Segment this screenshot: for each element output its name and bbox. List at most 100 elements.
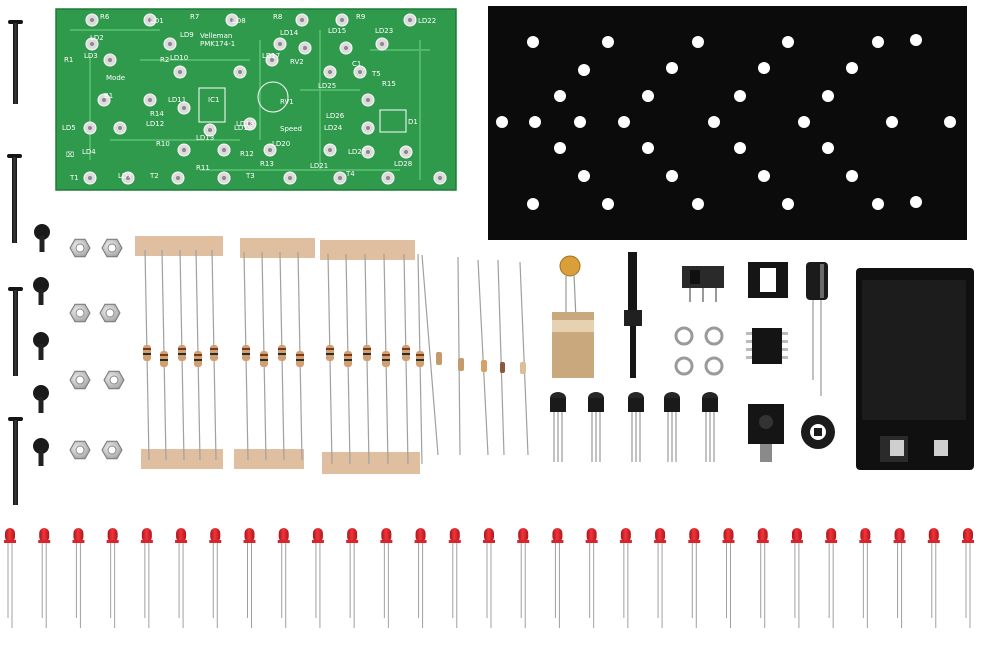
- red-led: [790, 528, 803, 628]
- transistor: [702, 392, 718, 462]
- electrolytic-capacitor: [806, 262, 828, 396]
- panel-hole: [708, 116, 720, 128]
- hex-nut-icon: [69, 370, 91, 390]
- pcb-silk-label: R2: [160, 56, 169, 64]
- red-led: [175, 528, 188, 628]
- screw-icon: [33, 385, 49, 413]
- transistor: [588, 392, 604, 462]
- pcb-speed-label: Speed: [280, 125, 302, 133]
- pcb-silk-label: LD20: [272, 140, 290, 148]
- washer: [704, 356, 724, 376]
- pcb-silk-label: LD27: [348, 148, 366, 156]
- pcb-dc-jack-outline: [379, 109, 407, 133]
- pcb-silk-label: LD26: [326, 112, 345, 120]
- pcb-silk-label: C1: [352, 60, 361, 68]
- panel-hole: [798, 116, 810, 128]
- red-led: [4, 528, 16, 628]
- hex-nut-icon: [69, 440, 91, 460]
- long-bolt: [8, 287, 23, 376]
- panel-hole: [578, 170, 590, 182]
- red-leds-row: [4, 528, 974, 628]
- ic-chip: [746, 328, 788, 364]
- panel-hole: [692, 36, 704, 48]
- red-led: [414, 528, 427, 628]
- panel-hole: [554, 90, 566, 102]
- red-led: [654, 528, 667, 628]
- red-led: [859, 528, 872, 628]
- pcb-waste-bin-icon: ⌧: [66, 151, 74, 159]
- red-led: [962, 528, 974, 628]
- pcb-silk-label: LD17: [262, 52, 280, 60]
- pcb-silk-label: R6: [100, 13, 110, 21]
- red-led: [893, 528, 906, 628]
- panel-hole: [578, 64, 590, 76]
- pcb-silk-label: LD25: [318, 82, 336, 90]
- transistor: [628, 392, 644, 462]
- pcb-silk-label: LD13: [196, 134, 214, 142]
- long-bolt: [8, 20, 23, 104]
- transistor: [550, 392, 566, 462]
- screw-icon: [33, 224, 50, 466]
- panel-hole: [910, 196, 922, 208]
- panel-hole: [602, 198, 614, 210]
- red-led: [483, 528, 495, 628]
- hex-nut-icon: [101, 440, 123, 460]
- resistor-icon: [135, 236, 424, 474]
- panel-hole: [782, 198, 794, 210]
- hex-nut-icon: [103, 370, 125, 390]
- red-led: [243, 528, 256, 628]
- panel-hole: [782, 36, 794, 48]
- pcb-silk-label: RV2: [290, 58, 304, 66]
- pcb-silk-label: R15: [382, 80, 396, 88]
- red-led: [311, 528, 324, 628]
- panel-hole: [872, 36, 884, 48]
- panel-hole: [642, 90, 654, 102]
- pcb-silk-label: LD5: [62, 124, 76, 132]
- screw-icon: [34, 224, 50, 252]
- screw-icon: [33, 438, 49, 466]
- panel-hole: [758, 170, 770, 182]
- trimmer-potentiometer: [801, 415, 835, 449]
- red-led: [140, 528, 153, 628]
- pcb-silk-label: LD2: [90, 34, 104, 42]
- washer: [674, 356, 694, 376]
- ceramic-capacitor: [552, 255, 594, 378]
- washers: [674, 326, 724, 376]
- panel-hole: [666, 62, 678, 74]
- slide-switch: [682, 266, 724, 302]
- black-front-panel: [488, 6, 967, 240]
- red-led: [927, 528, 940, 628]
- pcb-silk-label: R13: [260, 160, 274, 168]
- pcb-silk-label: LD22: [418, 17, 436, 25]
- red-led: [585, 528, 598, 628]
- pcb-mode-label: Mode: [106, 74, 125, 82]
- transistor: [664, 392, 680, 462]
- ic-socket: [748, 262, 788, 298]
- pcb-silk-label: T5: [371, 70, 381, 78]
- screw-icon: [33, 332, 49, 360]
- pcb-rv1-outline: [257, 81, 289, 113]
- pcb-silk-label: T1: [69, 174, 79, 182]
- panel-hole: [944, 116, 956, 128]
- pcb-silk-label: R12: [240, 150, 254, 158]
- pcb-silk-label: LD4: [82, 148, 96, 156]
- red-led: [825, 528, 838, 628]
- pcb-ic-outline: [198, 87, 226, 123]
- hex-nut-icon: [69, 238, 91, 258]
- pcb-silk-label: LD3: [84, 52, 98, 60]
- hex-nut-icon: [69, 238, 125, 460]
- pcb-silk-label: R9: [356, 13, 365, 21]
- pcb-silk-label: LD24: [324, 124, 343, 132]
- pcb-silk-label: LD23: [375, 27, 393, 35]
- red-led: [38, 528, 51, 628]
- pcb-silk-label: R10: [156, 140, 170, 148]
- pcb-silk-label: LD14: [280, 29, 299, 37]
- panel-hole: [872, 198, 884, 210]
- long-bolt: [7, 154, 22, 243]
- pcb-silk-label: LD12: [146, 120, 164, 128]
- panel-hole: [574, 116, 586, 128]
- panel-hole: [529, 116, 541, 128]
- red-led: [517, 528, 530, 628]
